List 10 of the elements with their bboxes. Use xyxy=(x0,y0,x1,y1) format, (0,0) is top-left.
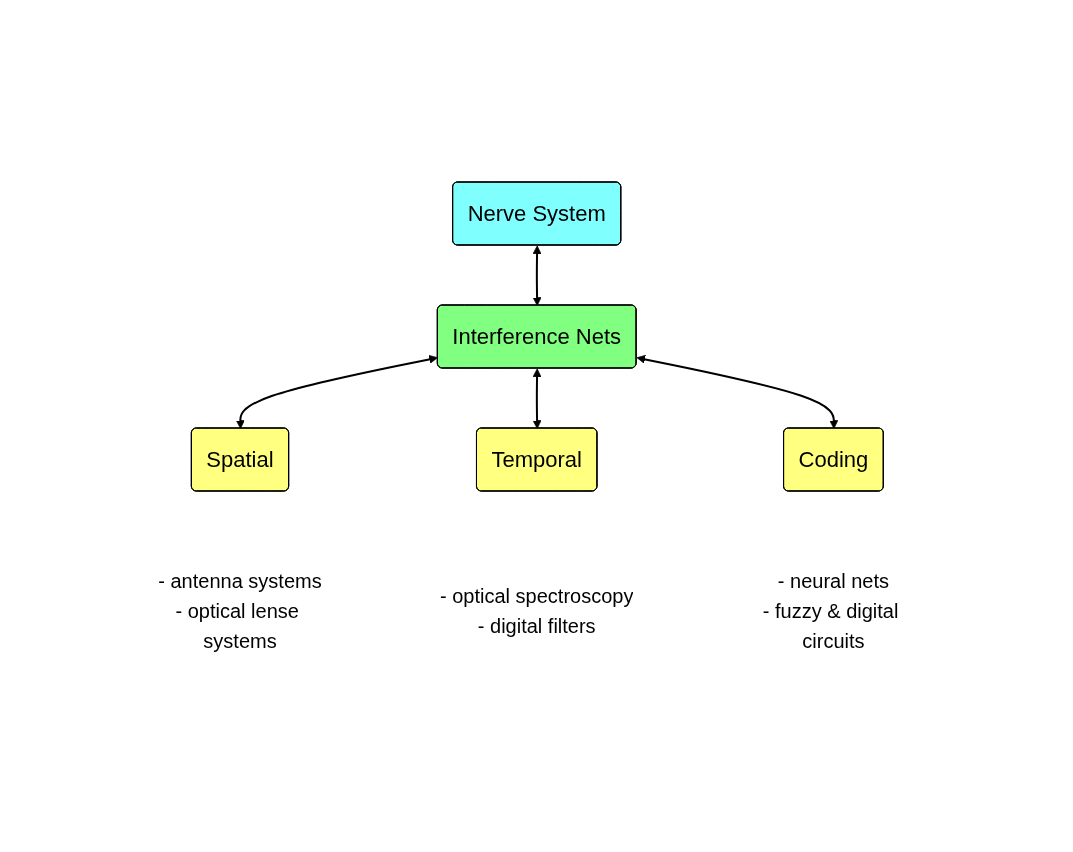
node-label: - antenna systems xyxy=(158,569,322,592)
node-label: - digital filters xyxy=(477,614,596,637)
arrow xyxy=(532,245,542,306)
node-label: - optical spectroscopy xyxy=(439,584,634,607)
arrow xyxy=(235,354,438,429)
arrow xyxy=(636,354,838,429)
node-label: - optical lense systems xyxy=(175,599,299,652)
node-label: - fuzzy & digital circuits xyxy=(762,599,899,652)
arrow xyxy=(532,368,542,429)
node-label: - neural nets xyxy=(777,569,889,592)
